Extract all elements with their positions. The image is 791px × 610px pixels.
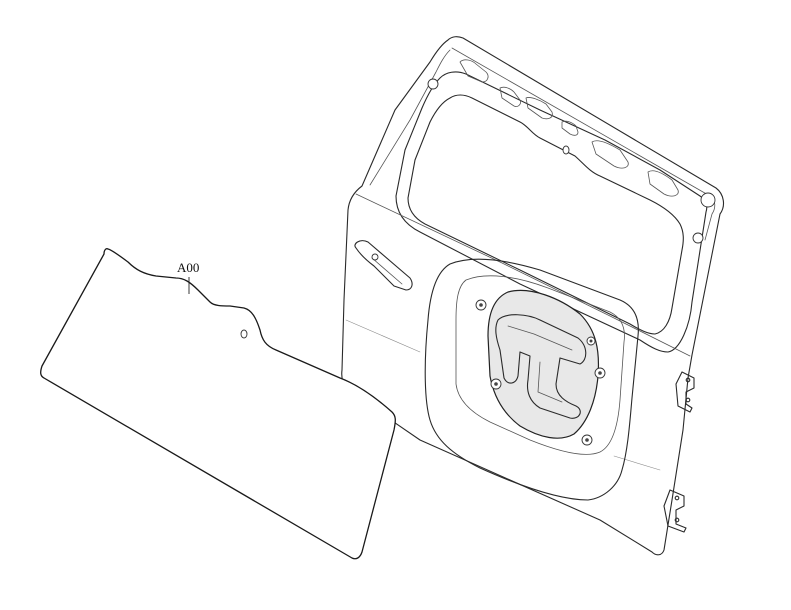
- tire-mount-bracket-inner: [507, 325, 573, 403]
- door-handle: [354, 240, 413, 291]
- lower-body-mid-line: [345, 319, 661, 471]
- upper-left-lamp-hole: [427, 78, 439, 90]
- spare-tire-recess: [424, 258, 639, 501]
- part-a00-outline: [40, 248, 396, 560]
- right-lamp-hole: [692, 232, 704, 244]
- spare-tire-inner-ring: [455, 275, 625, 455]
- spoiler-bumps: [459, 59, 679, 197]
- part-a00-panel: [40, 248, 396, 560]
- window-frame-outer: [395, 71, 708, 353]
- window-glass: [407, 94, 684, 335]
- upper-hinge: [675, 371, 695, 413]
- tailgate-outer-shell: [341, 36, 725, 556]
- tailgate-assembly: [341, 36, 725, 556]
- center-marker-hole: [562, 145, 570, 155]
- lower-hinge: [663, 489, 687, 533]
- upper-right-lamp-hole: [700, 192, 716, 208]
- lower-body-upper-edge: [355, 193, 691, 357]
- tire-mount-bracket: [495, 314, 587, 419]
- mount-bolts: [475, 299, 606, 446]
- part-a00-label: A00: [177, 260, 199, 275]
- tire-mount-plate: [487, 289, 600, 439]
- part-a00-hole: [240, 329, 248, 339]
